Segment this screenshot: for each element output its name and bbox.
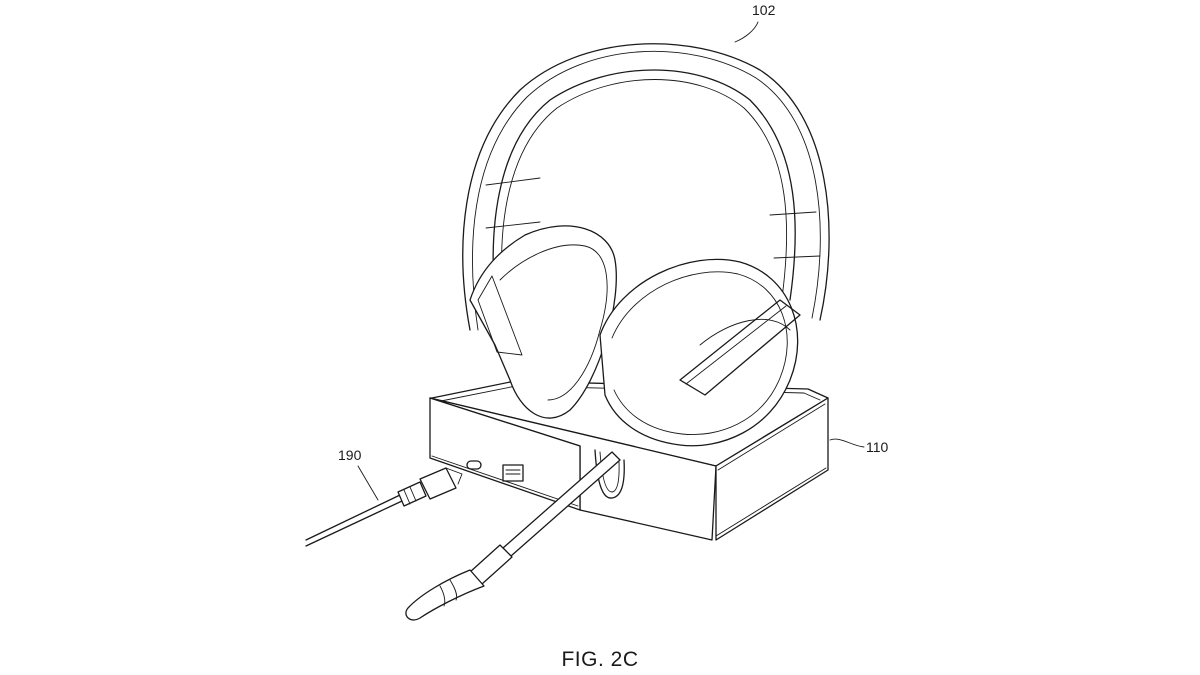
leader-102: [734, 21, 759, 43]
cable: [305, 467, 463, 547]
reference-numerals: 102 190 110: [338, 2, 889, 501]
headset: [462, 43, 830, 447]
ref-110: 110: [866, 439, 889, 455]
figure-caption: FIG. 2C: [561, 648, 639, 671]
leader-110: [829, 438, 865, 448]
boom-microphone: [405, 451, 621, 621]
usb-a-port: [502, 464, 524, 482]
leader-190: [357, 465, 379, 501]
ref-102: 102: [752, 2, 776, 18]
usb-c-port: [466, 460, 482, 470]
ref-190: 190: [338, 447, 362, 463]
